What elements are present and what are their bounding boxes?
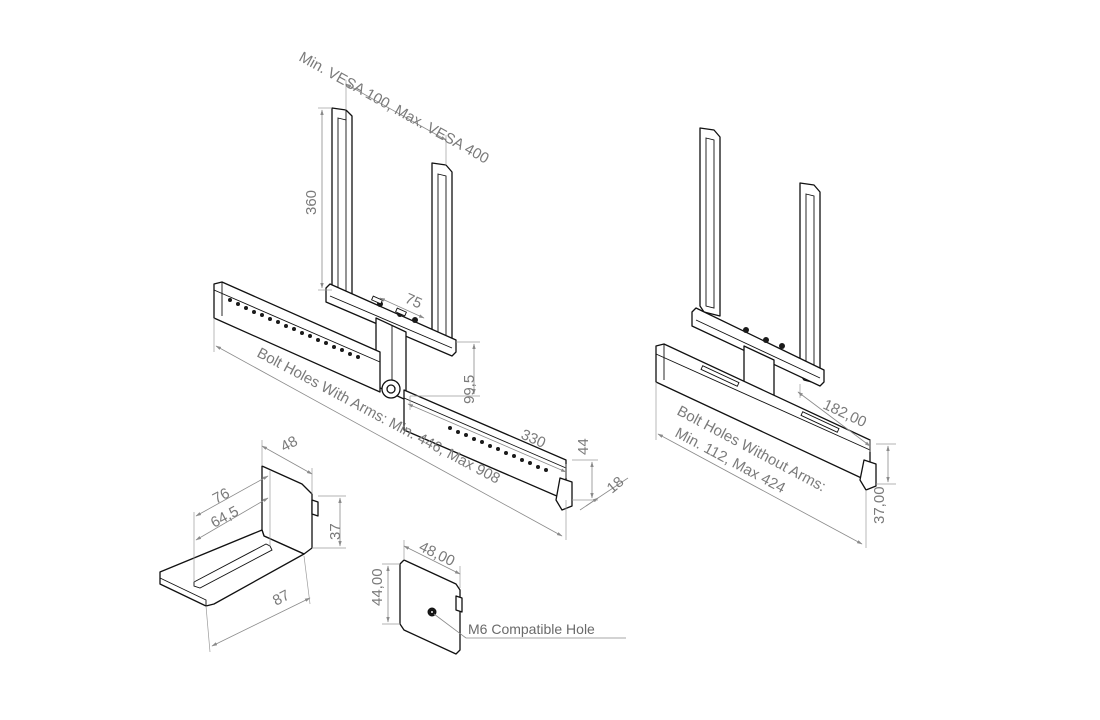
bracket-width-label: 48 <box>278 433 301 456</box>
arm-height-label: 360 <box>303 190 320 215</box>
dimensions-a <box>213 80 629 540</box>
left-arm <box>331 107 353 301</box>
dimensions-b <box>655 382 896 548</box>
bar-depth-label: 18 <box>604 473 628 497</box>
bar-height-b-label: 37,00 <box>871 486 888 524</box>
dimensions-bracket <box>193 440 346 653</box>
bracket-slot-inner-label: 64,5 <box>208 503 242 532</box>
plate-width-label: 48,00 <box>416 538 457 570</box>
right-arm <box>431 162 453 347</box>
hole-note-label: M6 Compatible Hole <box>468 621 595 637</box>
bracket-height-label: 37 <box>327 523 344 540</box>
bracket-slot-outer-label: 76 <box>210 485 233 508</box>
arm-offset-label: 99,5 <box>461 375 478 404</box>
assembly-without-arms: 182,00 37,00 Bolt Holes Without Arms: Mi… <box>655 127 896 548</box>
dimensions-plate <box>382 540 626 639</box>
left-arm-b <box>699 127 721 317</box>
cross-bracket-b <box>691 307 825 387</box>
bar-height-label: 44 <box>575 438 592 455</box>
arm-spacing-label: 75 <box>402 290 424 312</box>
right-arm-b <box>799 182 821 385</box>
plate-height-label: 44,00 <box>369 568 386 606</box>
mount-plate: 48,00 44,00 M6 Compatible Hole <box>369 538 626 655</box>
bracket-depth-label: 87 <box>270 587 293 610</box>
l-bracket: 48 76 64,5 37 87 <box>159 433 346 653</box>
assembly-with-arms: Min. VESA 100, Max. VESA 400 360 75 99,5… <box>213 49 629 540</box>
